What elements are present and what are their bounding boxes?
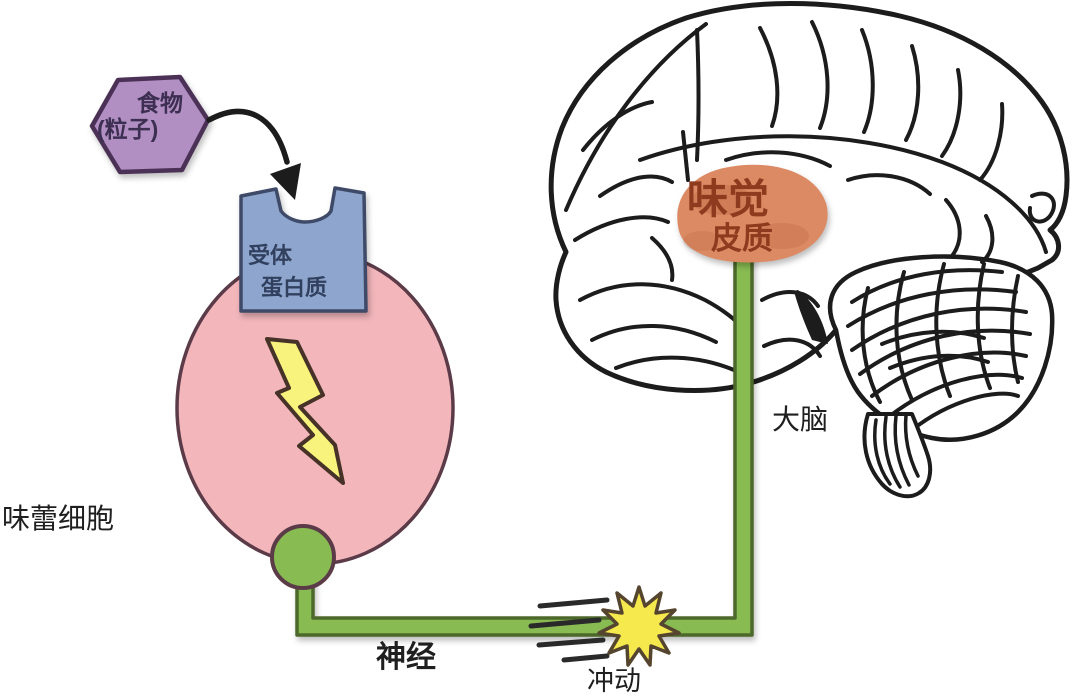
impulse-starburst-icon bbox=[597, 585, 681, 667]
lightning-bolt-icon bbox=[265, 337, 345, 485]
food-particle-label-line2: (粒子) bbox=[97, 116, 159, 142]
binding-arrow bbox=[206, 108, 301, 200]
lateral-sulcus-wedge bbox=[794, 290, 828, 344]
impulse-label: 冲动 bbox=[587, 666, 641, 696]
brain-label: 大脑 bbox=[772, 404, 829, 435]
brainstem-striations bbox=[873, 413, 920, 489]
taste-cortex-label-line2: 皮质 bbox=[711, 221, 773, 256]
impulse-speed-lines bbox=[528, 597, 610, 663]
food-particle-label-line1: 食物 bbox=[137, 90, 183, 116]
taste-cortex-region bbox=[677, 164, 828, 263]
receptor-label-line1: 受体 bbox=[248, 243, 293, 268]
receptor-protein-shape bbox=[239, 186, 368, 313]
taste-bud-cell-label: 味蕾细胞 bbox=[2, 503, 115, 534]
receptor-label-line2: 蛋白质 bbox=[261, 275, 328, 300]
taste-cortex-label-line1: 味觉 bbox=[687, 176, 769, 222]
food-particle-hexagon bbox=[89, 74, 211, 175]
gyri-sulci-lines bbox=[564, 20, 1056, 372]
nerve-label: 神经 bbox=[376, 641, 436, 674]
synapse-knob bbox=[270, 524, 336, 590]
arrowhead bbox=[270, 163, 301, 200]
cerebellum-folia-hatching bbox=[846, 262, 1032, 432]
